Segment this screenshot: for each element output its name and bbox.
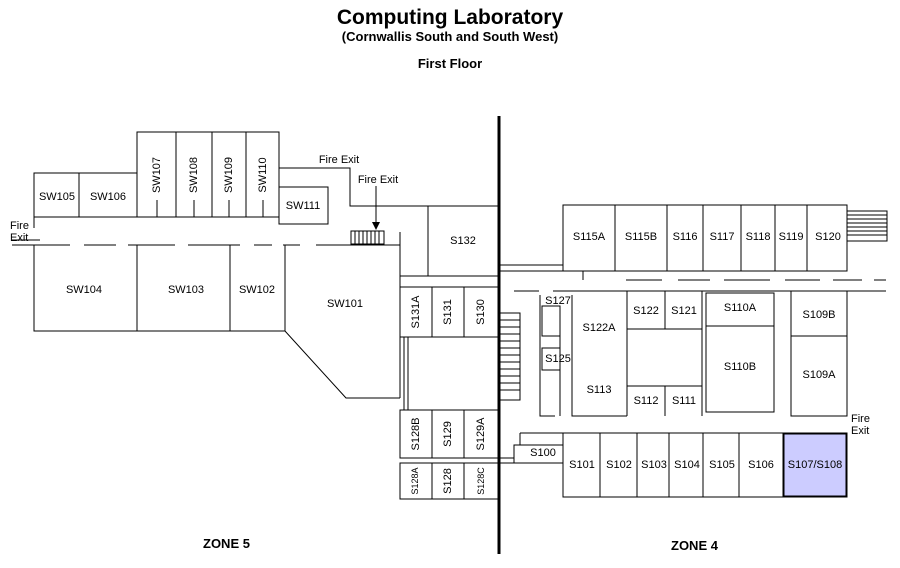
room-s120: S120 [815,231,841,243]
fire-exit-right-line2: Exit [851,425,869,437]
room-sw108: SW108 [188,157,200,193]
fire-exit-top: Fire Exit [319,154,359,166]
room-s125: S125 [545,353,571,365]
room-sw111: SW111 [286,200,320,212]
fire-exit-left-line1: Fire [10,220,29,232]
room-s113: S113 [587,384,612,396]
room-s131: S131 [442,299,454,325]
room-s129a: S129A [475,417,487,451]
room-sw105: SW105 [39,191,75,203]
room-s101: S101 [569,459,595,471]
room-s106: S106 [748,459,774,471]
room-s127: S127 [545,295,571,307]
room-s109a: S109A [802,369,836,381]
room-s102: S102 [606,459,632,471]
room-sw102: SW102 [239,284,275,296]
room-sw103: SW103 [168,284,204,296]
room-s122a: S122A [582,322,616,334]
room-s128c: S128C [476,467,486,495]
zone-4-label: ZONE 4 [671,538,718,553]
room-s105: S105 [709,459,735,471]
room-s109b: S109B [802,309,835,321]
room-s104: S104 [674,459,700,471]
zone-5-label: ZONE 5 [203,536,250,551]
room-s115b: S115B [625,231,657,243]
room-s118: S118 [746,231,771,243]
room-s115a: S115A [573,231,606,243]
room-s129: S129 [442,421,454,447]
room-sw101: SW101 [327,298,363,310]
room-s107-s108[interactable]: S107/S108 [788,459,842,471]
fire-exit-stair: Fire Exit [358,174,398,186]
room-s132: S132 [450,235,476,247]
page-subtitle: (Cornwallis South and South West) [341,29,559,44]
room-sw111-outline [278,186,329,225]
floor-label: First Floor [417,56,483,71]
room-s110b: S110B [724,361,756,373]
room-s122: S122 [633,305,659,317]
stairs-top-icon [350,230,385,245]
room-s116: S116 [673,231,698,243]
room-sw106: SW106 [90,191,126,203]
page-title: Computing Laboratory [336,6,564,29]
room-s128a: S128A [410,467,420,494]
room-s128: S128 [442,468,454,494]
room-s112: S112 [634,395,659,407]
room-s107-s108-highlight[interactable] [783,433,847,497]
room-sw110: SW110 [257,157,269,192]
fire-exit-left-line2: Exit [10,232,28,244]
room-sw107: SW107 [151,157,163,193]
room-s128b: S128B [410,417,422,450]
room-s110a: S110A [724,302,757,314]
stairs-right-icon [846,210,888,242]
room-s121: S121 [671,305,697,317]
room-s100: S100 [530,447,556,459]
room-sw104: SW104 [66,284,102,296]
room-s111: S111 [672,395,696,407]
stairs-center-icon [499,312,521,401]
room-s117: S117 [710,231,735,243]
room-s130: S130 [475,299,487,325]
arrow-down-icon [372,222,380,230]
fire-exit-right-line1: Fire [851,413,870,425]
room-s119: S119 [779,231,804,243]
room-sw109: SW109 [223,157,235,193]
room-s131a: S131A [410,295,422,329]
room-s103: S103 [641,459,667,471]
